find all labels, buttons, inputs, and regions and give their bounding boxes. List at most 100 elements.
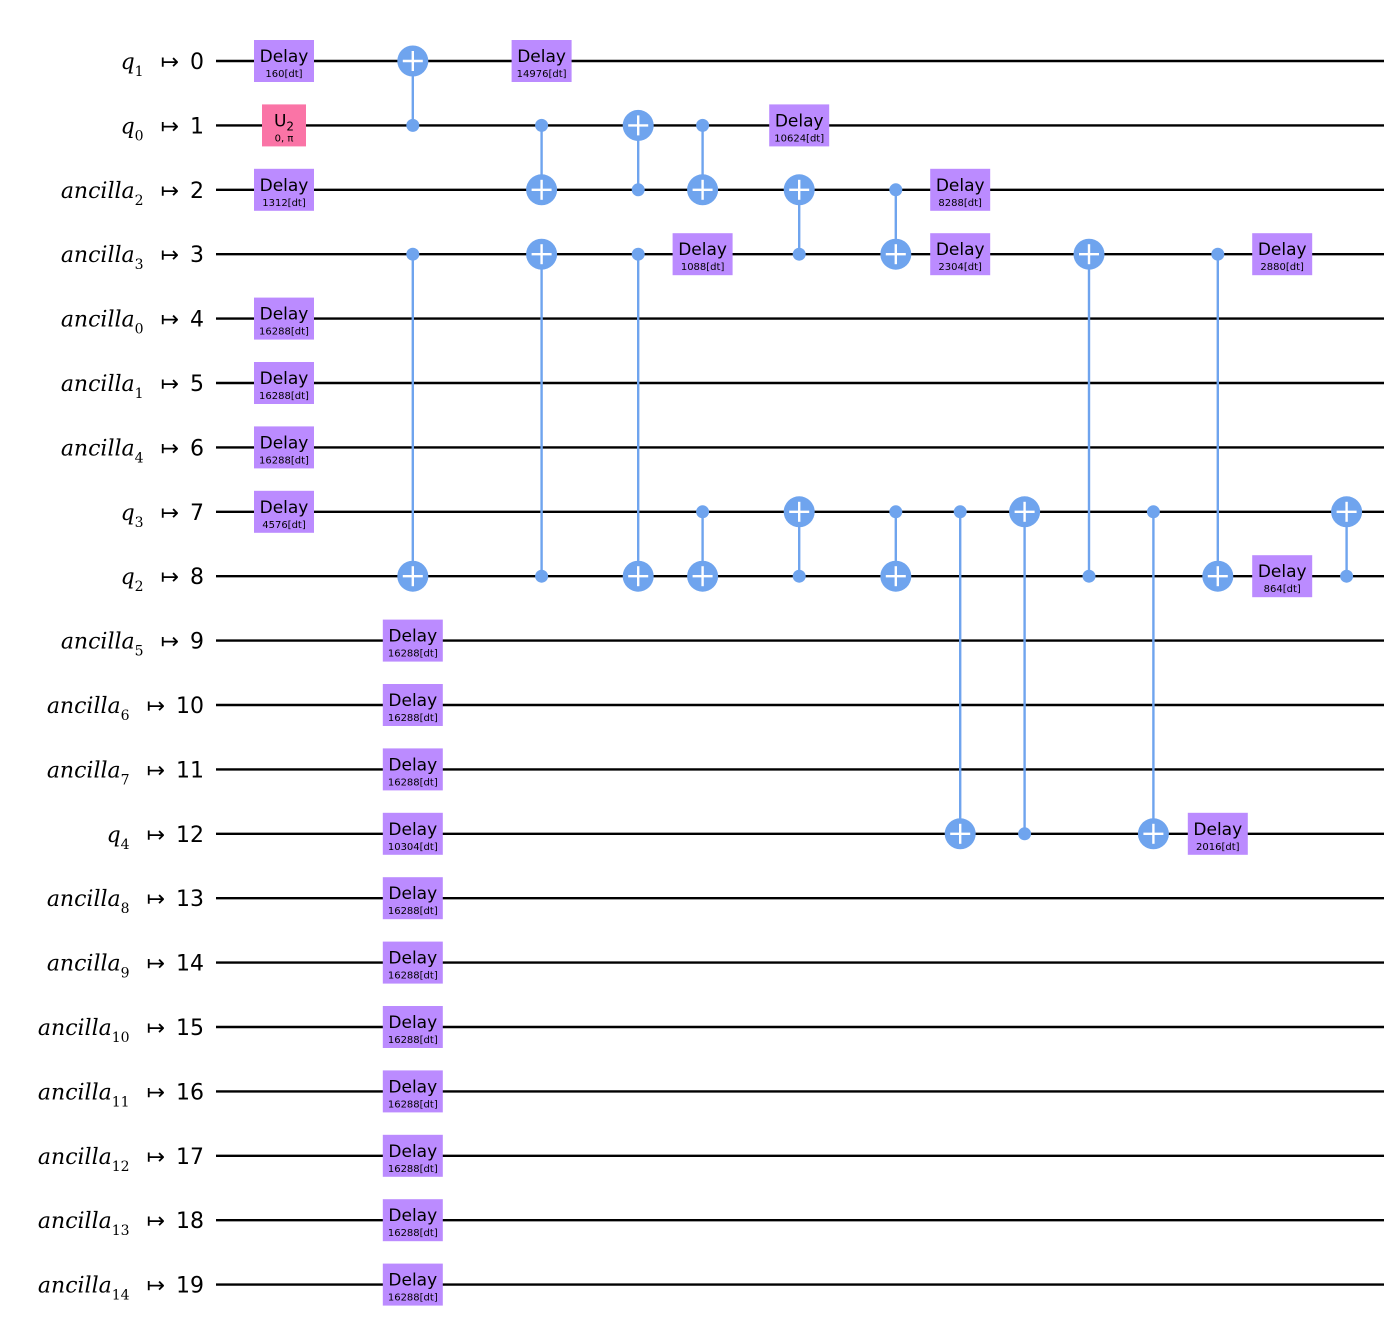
qubit-register-index: 6 xyxy=(121,708,130,724)
qubit-label-19: ancilla14 ↦ 19 xyxy=(38,1274,204,1304)
physical-qubit-index: 17 xyxy=(176,1145,204,1170)
qubit-register-index: 3 xyxy=(135,257,144,273)
gate-parameter: 2304[dt] xyxy=(938,262,982,273)
physical-qubit-index: 13 xyxy=(176,887,204,912)
qubit-register-name: q xyxy=(121,50,135,75)
gate-box xyxy=(672,233,733,276)
qubit-register-name: q xyxy=(121,114,135,139)
gate-label: Delay xyxy=(388,1271,437,1291)
control-dot xyxy=(696,118,710,132)
gate-box xyxy=(254,490,314,533)
maps-to-arrow: ↦ xyxy=(154,179,186,204)
qubit-label-13: ancilla8 ↦ 13 xyxy=(47,887,204,917)
gate-parameter: 160[dt] xyxy=(265,69,302,80)
gate-parameter: 0, π xyxy=(275,133,294,144)
gate-parameter: 16288[dt] xyxy=(388,777,438,788)
cnot-gate xyxy=(397,45,429,132)
qubit-register-name: q xyxy=(121,565,135,590)
gate-label: Delay xyxy=(388,1013,437,1033)
gate-box xyxy=(1187,812,1248,855)
maps-to-arrow: ↦ xyxy=(140,694,172,719)
control-dot xyxy=(696,505,710,519)
control-dot xyxy=(535,118,549,132)
gate-label: Delay xyxy=(388,949,437,969)
gate-label: Delay xyxy=(388,820,437,840)
maps-to-arrow: ↦ xyxy=(140,1274,172,1299)
qubit-label-1: q0 ↦ 1 xyxy=(121,114,204,144)
qubit-register-name: ancilla xyxy=(47,887,121,912)
gate-parameter: 2880[dt] xyxy=(1260,262,1304,273)
gate-box xyxy=(769,104,830,147)
gate-box xyxy=(382,877,443,920)
gate-box xyxy=(1252,555,1313,598)
maps-to-arrow: ↦ xyxy=(140,887,172,912)
gate-label: Delay xyxy=(388,1206,437,1226)
gate-box xyxy=(254,168,314,211)
maps-to-arrow: ↦ xyxy=(140,1080,172,1105)
gate-label: Delay xyxy=(388,884,437,904)
qubit-register-index: 13 xyxy=(112,1223,130,1239)
maps-to-arrow: ↦ xyxy=(154,630,186,655)
gate-parameter: 16288[dt] xyxy=(388,1228,438,1239)
gate-label: Delay xyxy=(1258,240,1307,260)
control-dot xyxy=(953,505,967,519)
gate-parameter: 16288[dt] xyxy=(388,1164,438,1175)
cnot-gate xyxy=(397,247,429,592)
physical-qubit-index: 16 xyxy=(176,1080,204,1105)
qubit-register-index: 5 xyxy=(135,644,144,660)
maps-to-arrow: ↦ xyxy=(154,308,186,333)
qubit-label-18: ancilla13 ↦ 18 xyxy=(38,1209,204,1239)
physical-qubit-index: 5 xyxy=(190,372,204,397)
gate-box xyxy=(930,233,991,276)
qubit-register-index: 2 xyxy=(135,579,144,595)
gate-parameter: 16288[dt] xyxy=(259,327,309,338)
gate-parameter: 8288[dt] xyxy=(938,198,982,209)
gate-label: Delay xyxy=(517,47,566,67)
cnot-gate xyxy=(1202,247,1234,592)
gate-parameter: 4576[dt] xyxy=(262,520,306,531)
qubit-register-index: 2 xyxy=(135,193,144,209)
qubit-register-index: 3 xyxy=(135,515,144,531)
maps-to-arrow: ↦ xyxy=(154,565,186,590)
qubit-register-index: 9 xyxy=(121,966,130,982)
physical-qubit-index: 3 xyxy=(190,243,204,268)
maps-to-arrow: ↦ xyxy=(140,823,172,848)
physical-qubit-index: 6 xyxy=(190,436,204,461)
qubit-register-index: 12 xyxy=(112,1159,130,1175)
gate-label: Delay xyxy=(388,1142,437,1162)
qubit-register-name: ancilla xyxy=(61,179,135,204)
qubit-register-name: ancilla xyxy=(47,694,121,719)
gate-label: Delay xyxy=(388,627,437,647)
physical-qubit-index: 2 xyxy=(190,179,204,204)
gate-box xyxy=(262,104,306,147)
gate-label: Delay xyxy=(936,240,985,260)
gate-label: Delay xyxy=(260,498,309,518)
gate-parameter: 16288[dt] xyxy=(259,391,309,402)
gate-label: Delay xyxy=(775,111,824,131)
qubit-label-5: ancilla1 ↦ 5 xyxy=(61,372,204,402)
cnot-gate xyxy=(1331,496,1363,583)
qubit-register-index: 7 xyxy=(121,772,130,788)
qubit-register-name: ancilla xyxy=(38,1080,112,1105)
maps-to-arrow: ↦ xyxy=(140,1145,172,1170)
delay-gate: Delay 2304[dt] xyxy=(930,233,991,276)
qubit-label-3: ancilla3 ↦ 3 xyxy=(61,243,204,273)
control-dot xyxy=(535,569,549,583)
gate-parameter: 16288[dt] xyxy=(388,649,438,660)
physical-qubit-index: 14 xyxy=(176,952,204,977)
physical-qubit-index: 15 xyxy=(176,1016,204,1041)
delay-gate: Delay 16288[dt] xyxy=(382,1134,443,1177)
qubit-register-name: ancilla xyxy=(61,372,135,397)
gate-box xyxy=(382,684,443,726)
control-dot xyxy=(406,118,420,132)
qubit-label-15: ancilla10 ↦ 15 xyxy=(38,1016,204,1046)
gate-box xyxy=(511,40,572,82)
